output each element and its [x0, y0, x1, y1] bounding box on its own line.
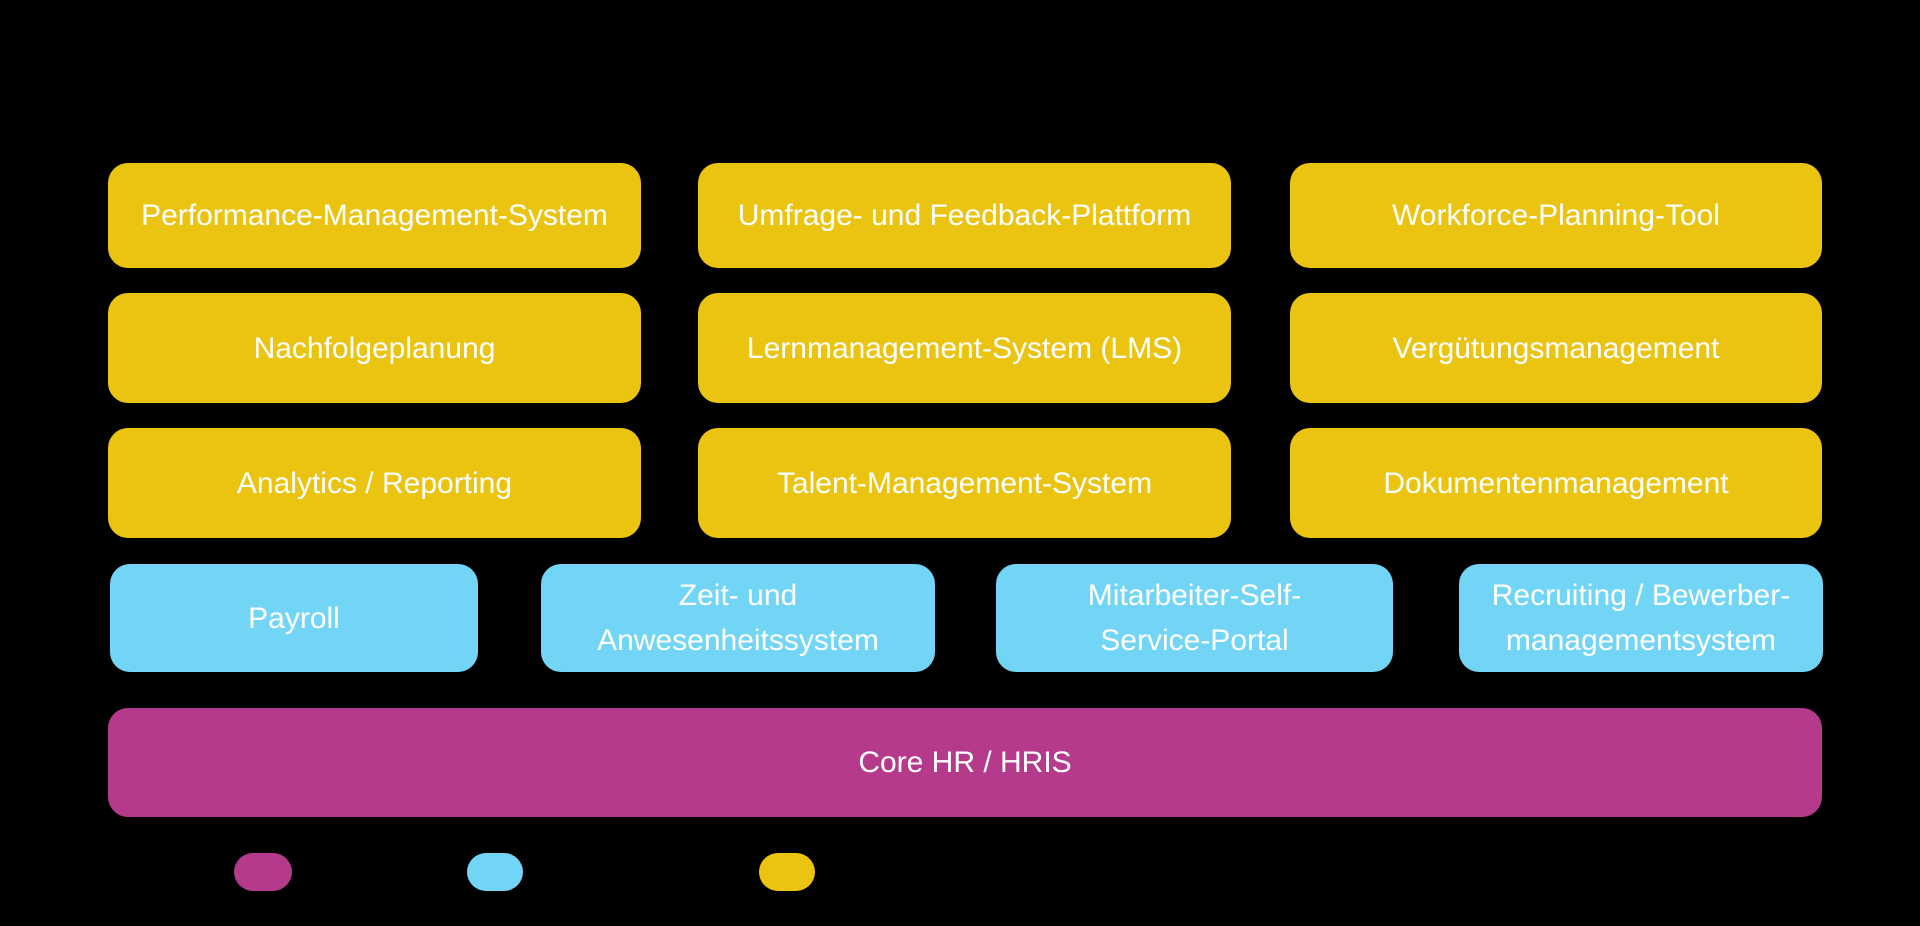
box-performance-management-system: Performance-Management-System [108, 163, 641, 268]
box-lernmanagement-system-lms: Lernmanagement-System (LMS) [698, 293, 1231, 403]
box-dokumentenmanagement: Dokumentenmanagement [1290, 428, 1822, 538]
box-payroll: Payroll [110, 564, 478, 672]
box-verguetungsmanagement: Vergütungsmanagement [1290, 293, 1822, 403]
box-core-hr-hris: Core HR / HRIS [108, 708, 1822, 817]
box-nachfolgeplanung: Nachfolgeplanung [108, 293, 641, 403]
legend-swatch-blue-icon [467, 853, 523, 891]
box-analytics-reporting: Analytics / Reporting [108, 428, 641, 538]
box-talent-management-system: Talent-Management-System [698, 428, 1231, 538]
box-zeit-und-anwesenheitssystem: Zeit- und Anwesenheitssystem [541, 564, 935, 672]
box-mitarbeiter-self-service-portal: Mitarbeiter-Self- Service-Portal [996, 564, 1393, 672]
box-workforce-planning-tool: Workforce-Planning-Tool [1290, 163, 1822, 268]
box-recruiting-bewerbermanagementsystem: Recruiting / Bewerber- managementsystem [1459, 564, 1823, 672]
box-umfrage-feedback-plattform: Umfrage- und Feedback-Plattform [698, 163, 1231, 268]
legend-swatch-yellow-icon [759, 853, 815, 891]
legend-swatch-magenta-icon [234, 853, 292, 891]
